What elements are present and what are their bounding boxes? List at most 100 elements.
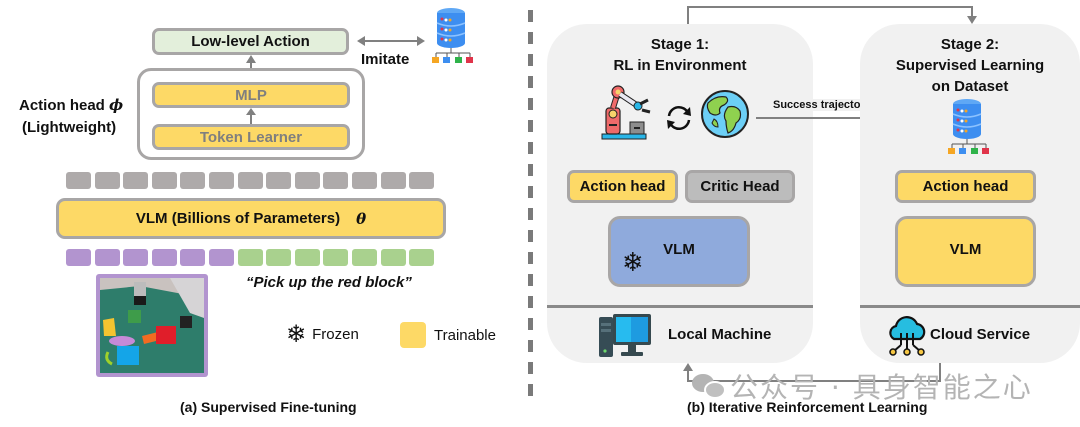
trainable-swatch <box>400 322 426 348</box>
arrowhead <box>967 16 977 24</box>
divider-dash <box>528 120 533 132</box>
stage2-action-head-box: Action head <box>895 170 1036 203</box>
theta-symbol: θ <box>356 209 367 228</box>
divider-dash <box>528 340 533 352</box>
robot-arm-icon <box>600 84 654 140</box>
wechat-icon <box>690 372 730 400</box>
text-token <box>323 249 349 266</box>
stage2-action-head-label: Action head <box>922 178 1009 195</box>
output-token <box>352 172 377 189</box>
text-token <box>266 249 292 266</box>
stage1-title-line1: Stage 1: <box>650 36 710 53</box>
mlp-label: MLP <box>235 86 267 104</box>
cloud-service-icon <box>886 311 928 357</box>
success-trajectories-label: Success trajectories <box>773 99 881 111</box>
stage1-title: Stage 1: RL in Environment <box>547 34 813 76</box>
stage1-vlm-box: VLM <box>608 216 750 287</box>
low-level-action-box: Low-level Action <box>152 28 349 55</box>
caption-a: (a) Supervised Fine-tuning <box>180 399 357 415</box>
action-head-text: Action head <box>19 97 105 114</box>
stage-connector-bottom <box>939 363 941 381</box>
arrowhead <box>683 363 693 371</box>
divider-dash <box>528 54 533 66</box>
text-token <box>409 249 435 266</box>
text-token <box>352 249 377 266</box>
output-token <box>123 172 149 189</box>
stage2-title-line3: on Dataset <box>931 78 1009 95</box>
stage1-title-line2: RL in Environment <box>613 57 747 74</box>
arrowhead <box>246 108 256 115</box>
image-token <box>66 249 91 266</box>
divider-dash <box>528 186 533 198</box>
lightweight-label: (Lightweight) <box>22 119 117 136</box>
arrowhead <box>246 55 256 63</box>
output-token <box>380 172 406 189</box>
globe-icon <box>700 89 750 139</box>
vlm-box: VLM (Billions of Parameters) θ <box>56 198 446 239</box>
stage-connector-bottom <box>687 370 689 382</box>
image-token <box>180 249 206 266</box>
stage1-action-head-label: Action head <box>579 178 666 195</box>
action-head-label: Action head ϕ <box>19 96 123 114</box>
image-token <box>151 249 177 266</box>
output-token <box>237 172 263 189</box>
divider-dash <box>528 362 533 374</box>
local-machine-label: Local Machine <box>668 326 772 343</box>
legend-trainable: Trainable <box>400 322 496 348</box>
success-trajectories-arrow <box>756 117 916 119</box>
legend-frozen-label: Frozen <box>312 325 359 343</box>
stage2-title-line1: Stage 2: <box>940 36 1000 53</box>
token-learner-label: Token Learner <box>199 128 303 146</box>
critic-head-label: Critic Head <box>700 178 780 195</box>
divider-dash <box>528 296 533 308</box>
watermark-text: 公众号 · 具身智能之心 <box>730 371 1033 404</box>
divider-dash <box>528 274 533 286</box>
output-token <box>94 172 120 189</box>
stage2-divider <box>860 305 1080 308</box>
divider-dash <box>528 164 533 176</box>
divider-dash <box>528 384 533 396</box>
divider-dash <box>528 76 533 88</box>
image-token <box>209 249 234 266</box>
legend-trainable-label: Trainable <box>434 326 496 344</box>
output-token <box>66 172 91 189</box>
output-token <box>209 172 234 189</box>
divider-dash <box>528 142 533 154</box>
output-token <box>151 172 177 189</box>
stage1-divider <box>547 305 813 308</box>
stage2-vlm-box: VLM <box>895 216 1036 287</box>
output-token <box>323 172 349 189</box>
imitate-label: Imitate <box>361 51 410 68</box>
critic-head-box: Critic Head <box>685 170 795 203</box>
vlm-label: VLM (Billions of Parameters) <box>135 210 341 227</box>
caption-b: (b) Iterative Reinforcement Learning <box>687 399 928 415</box>
snowflake-icon: ❄ <box>622 248 644 278</box>
divider-dash <box>528 252 533 264</box>
computer-icon <box>597 313 653 358</box>
stage-connector-top <box>687 6 972 8</box>
watermark: 公众号 · 具身智能之心 <box>690 366 1033 406</box>
divider-dash <box>528 208 533 220</box>
output-token <box>266 172 292 189</box>
stage-connector-bottom <box>687 380 941 382</box>
cycle-icon <box>664 104 694 132</box>
divider-dash <box>528 230 533 242</box>
snowflake-icon: ❄ <box>286 320 307 348</box>
stage2-vlm-label: VLM <box>949 241 982 258</box>
dataset-database-icon <box>944 96 992 154</box>
legend-frozen: ❄ Frozen <box>286 322 359 346</box>
stage1-vlm-label: VLM <box>663 241 695 258</box>
robot-scene-image <box>96 274 208 377</box>
image-token <box>123 249 149 266</box>
output-token <box>409 172 435 189</box>
stage2-title: Stage 2: Supervised Learning on Dataset <box>860 34 1080 97</box>
image-token <box>94 249 120 266</box>
database-icon <box>428 5 476 63</box>
stage2-title-line2: Supervised Learning <box>895 57 1045 74</box>
output-token <box>180 172 206 189</box>
divider-dash <box>528 98 533 110</box>
imitate-arrow <box>357 34 425 48</box>
token-learner-box: Token Learner <box>152 124 350 150</box>
instruction-text: “Pick up the red block” <box>246 274 412 291</box>
stage-connector-top <box>687 6 689 26</box>
